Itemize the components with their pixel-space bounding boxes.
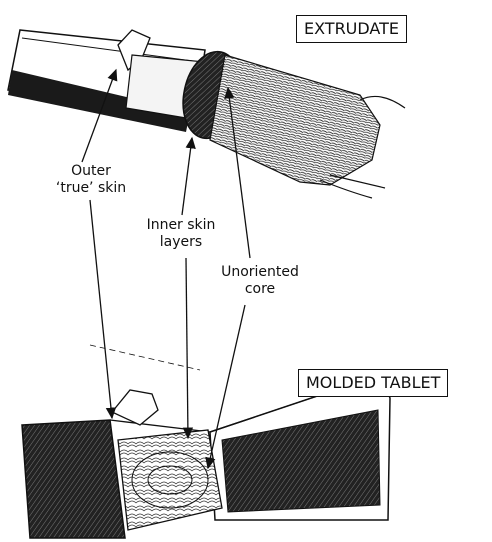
outer-true-skin-label: Outer ‘true’ skin [36,163,146,197]
outer-true-skin-line1: Outer [36,163,146,180]
arrow-inner-skin-top [182,138,192,215]
tablet-swirl-core [118,430,222,530]
inner-skin-layers-line2: layers [126,234,236,251]
tablet-left-block [22,420,125,538]
tablet-skin-flap [112,390,158,425]
unoriented-core-label: Unoriented core [205,264,315,298]
inner-skin-layers-label: Inner skin layers [126,217,236,251]
arrow-outer-skin-bottom [90,200,112,418]
molded-tablet-label: MOLDED TABLET [298,369,448,397]
extrudate-fibrous-core [210,55,380,185]
inner-skin-layers-line1: Inner skin [126,217,236,234]
arrow-inner-skin-bottom [186,258,188,438]
unoriented-core-line1: Unoriented [205,264,315,281]
extrudate-label: EXTRUDATE [296,15,407,43]
outer-true-skin-line2: ‘true’ skin [36,180,146,197]
unoriented-core-line2: core [205,281,315,298]
